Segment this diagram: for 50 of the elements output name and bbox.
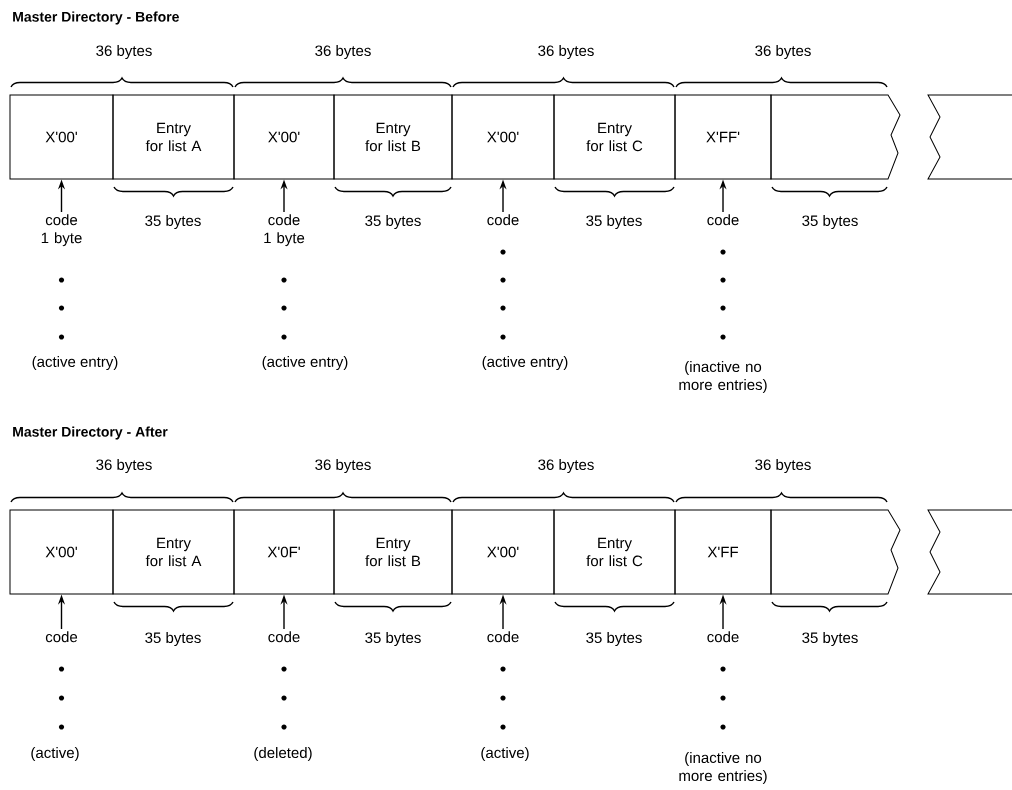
size-label: 35 bytes bbox=[802, 632, 858, 646]
status-label: (active) bbox=[481, 747, 529, 761]
size-label: 35 bytes bbox=[145, 215, 201, 229]
size-label: 35 bytes bbox=[802, 215, 858, 229]
size-label: 36 bytes bbox=[315, 45, 371, 59]
code-cell: X'00' bbox=[9, 509, 114, 595]
size-label: 35 bytes bbox=[365, 632, 421, 646]
heading: Master Directory - After bbox=[13, 426, 168, 440]
code-label: code bbox=[707, 214, 739, 226]
size-label: 36 bytes bbox=[96, 459, 152, 473]
code-label: code bbox=[45, 631, 78, 643]
code-label: code bbox=[268, 631, 300, 643]
size-label: 36 bytes bbox=[755, 459, 811, 473]
status-label: (active entry) bbox=[262, 356, 348, 370]
size-label: 36 bytes bbox=[538, 459, 594, 473]
code-label: code bbox=[707, 631, 739, 643]
entry-cell: Entry for list C bbox=[553, 509, 676, 595]
status-label: (deleted) bbox=[254, 747, 312, 761]
status-label: (inactive no more entries) bbox=[679, 752, 767, 784]
size-label: 36 bytes bbox=[755, 45, 811, 59]
status-label: (active entry) bbox=[482, 356, 568, 370]
code-cell: X'00' bbox=[233, 94, 335, 180]
code-cell: X'0F' bbox=[233, 509, 335, 595]
heading: Master Directory - Before bbox=[13, 11, 179, 25]
status-label: (active) bbox=[31, 747, 79, 761]
size-label: 35 bytes bbox=[586, 215, 642, 229]
entry-cell: Entry for list C bbox=[553, 94, 676, 180]
entry-cell: Entry for list B bbox=[333, 509, 453, 595]
code-label: code bbox=[487, 631, 519, 643]
status-label: (inactive no more entries) bbox=[679, 361, 767, 393]
size-label: 35 bytes bbox=[365, 215, 421, 229]
empty-cell bbox=[770, 94, 901, 180]
entry-cell: Entry for list A bbox=[112, 509, 235, 595]
size-label: 36 bytes bbox=[315, 459, 371, 473]
size-label: 36 bytes bbox=[96, 45, 152, 59]
size-label: 35 bytes bbox=[145, 632, 201, 646]
code-cell: X'FF' bbox=[674, 94, 772, 180]
code-label: code bbox=[487, 214, 519, 226]
code-cell: X'00' bbox=[451, 509, 555, 595]
size-label: 35 bytes bbox=[586, 632, 642, 646]
entry-cell: Entry for list B bbox=[333, 94, 453, 180]
code-cell: X'FF bbox=[674, 509, 772, 595]
entry-cell: Entry for list A bbox=[112, 94, 235, 180]
code-cell: X'00' bbox=[451, 94, 555, 180]
code-cell: X'00' bbox=[9, 94, 114, 180]
empty-cell bbox=[770, 509, 901, 595]
status-label: (active entry) bbox=[32, 356, 118, 370]
code-label: code 1 byte bbox=[264, 214, 305, 247]
size-label: 36 bytes bbox=[538, 45, 594, 59]
code-label: code 1 byte bbox=[41, 214, 82, 247]
